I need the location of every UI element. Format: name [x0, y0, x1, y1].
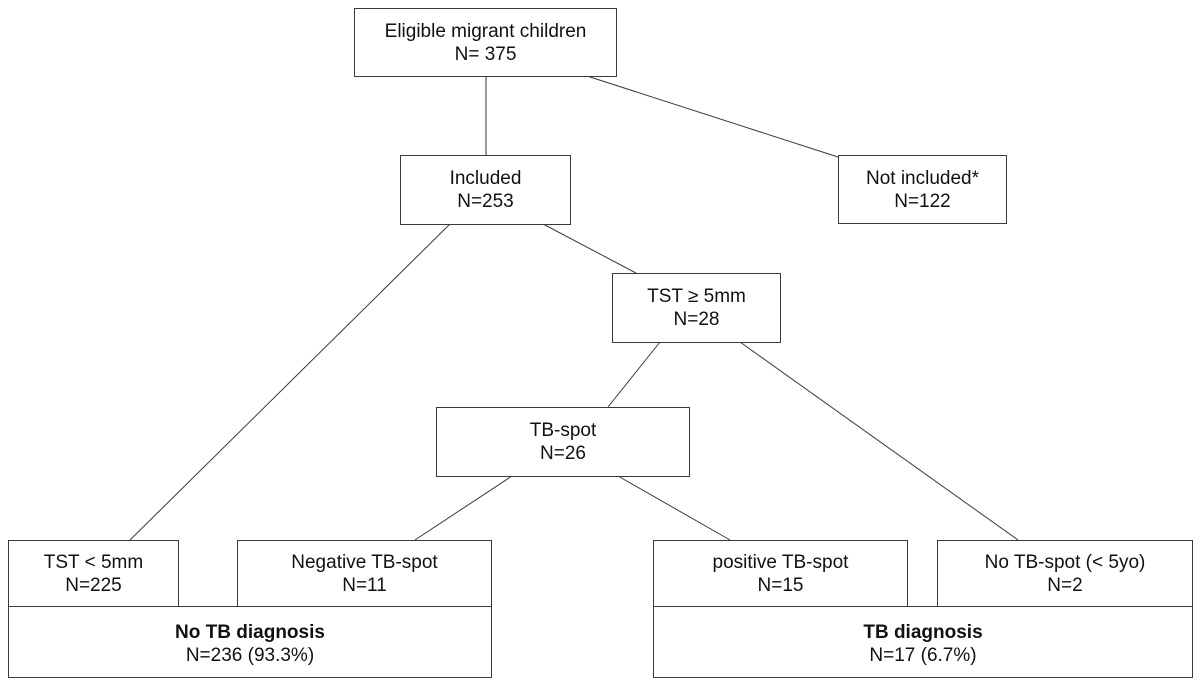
tbspot-label: TB-spot [529, 420, 597, 441]
edge-tst-ge5-no-tbspot [739, 341, 1019, 541]
eligible-count: N= 375 [454, 43, 517, 65]
tst-ge5-box: TST ≥ 5mm N=28 [612, 273, 781, 343]
positive-tbspot-label: positive TB-spot [712, 552, 849, 573]
edge-included-tst-ge5 [542, 223, 637, 274]
not-included-box: Not included* N=122 [838, 155, 1007, 224]
no-tbspot-box: No TB-spot (< 5yo) N=2 [937, 540, 1193, 607]
positive-tbspot-count: N=15 [757, 575, 804, 596]
tbspot-box: TB-spot N=26 [436, 407, 690, 477]
tst-lt5-box: TST < 5mm N=225 [8, 540, 179, 607]
edge-tst-ge5-tbspot [607, 341, 661, 408]
tst-ge5-count: N=28 [673, 309, 720, 330]
no-tb-diagnosis-box: No TB diagnosis N=236 (93.3%) [8, 606, 492, 678]
not-included-label: Not included* [865, 167, 980, 189]
negative-tbspot-label: Negative TB-spot [291, 552, 438, 573]
edge-included-tst-lt5 [129, 223, 451, 541]
tbspot-count: N=26 [540, 443, 586, 464]
eligible-box: Eligible migrant children N= 375 [354, 8, 617, 77]
negative-tbspot-count: N=11 [342, 575, 387, 596]
tb-diagnosis-count: N=17 (6.7%) [869, 645, 977, 666]
not-included-count: N=122 [894, 190, 951, 212]
no-tb-diagnosis-label: No TB diagnosis [175, 622, 325, 643]
included-label: Included [449, 168, 522, 189]
no-tbspot-label: No TB-spot (< 5yo) [984, 552, 1146, 573]
included-box: Included N=253 [400, 155, 571, 225]
negative-tbspot-box: Negative TB-spot N=11 [237, 540, 492, 607]
tb-diagnosis-box: TB diagnosis N=17 (6.7%) [653, 606, 1193, 678]
tst-ge5-label: TST ≥ 5mm [647, 286, 746, 307]
no-tbspot-count: N=2 [1047, 575, 1083, 596]
positive-tbspot-box: positive TB-spot N=15 [653, 540, 908, 607]
edge-tbspot-neg [414, 475, 513, 541]
no-tb-diagnosis-count: N=236 (93.3%) [185, 645, 315, 666]
edge-tbspot-pos [617, 475, 731, 541]
tb-diagnosis-label: TB diagnosis [863, 622, 983, 643]
edge-eligible-not-included [586, 75, 839, 158]
tst-lt5-label: TST < 5mm [43, 552, 144, 573]
tst-lt5-count: N=225 [65, 575, 122, 596]
included-count: N=253 [457, 191, 514, 212]
eligible-label: Eligible migrant children [384, 20, 587, 42]
